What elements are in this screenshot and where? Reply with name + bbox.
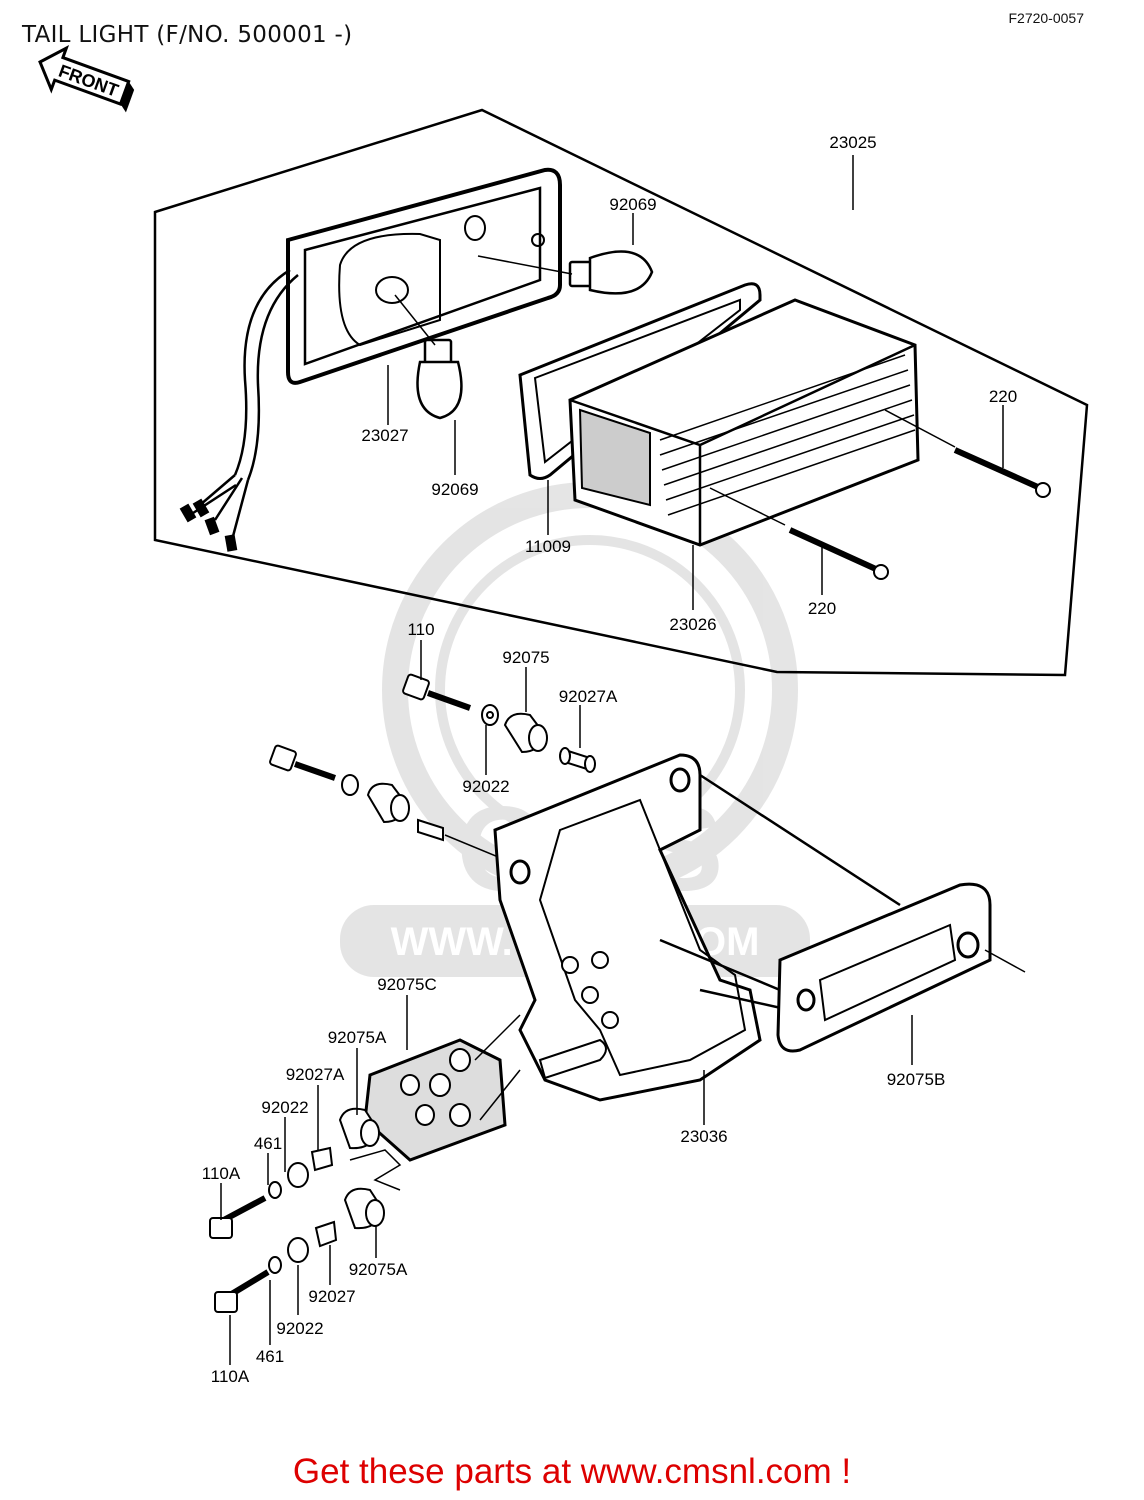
callout-92075C: 92075C xyxy=(377,975,437,994)
bolt-upper-left xyxy=(269,744,444,842)
callout-92069-top: 92069 xyxy=(609,195,656,214)
callout-461-upper: 461 xyxy=(254,1134,282,1153)
fastener-stack-upper xyxy=(209,1107,380,1239)
bulb-leader xyxy=(477,255,573,275)
callout-110A-upper: 110A xyxy=(202,1164,241,1183)
callout-92022-top: 92022 xyxy=(462,777,509,796)
callout-23025: 23025 xyxy=(829,133,876,152)
cushion-plate-92075C xyxy=(363,1038,507,1162)
leader xyxy=(984,949,1026,973)
screw-220-bottom xyxy=(788,527,889,580)
callout-220-right: 220 xyxy=(989,387,1017,406)
bracket xyxy=(493,753,762,1102)
callout-92022-lower: 92022 xyxy=(276,1319,323,1338)
leader xyxy=(474,1014,521,1061)
collar-92027A-top xyxy=(559,747,596,773)
wire-connectors xyxy=(179,498,238,552)
bracket-studs xyxy=(561,951,619,1029)
fastener-stack-lower xyxy=(214,1187,385,1313)
assembly-outline xyxy=(153,108,1089,677)
callout-92075B: 92075B xyxy=(887,1070,946,1089)
callout-92027: 92027 xyxy=(308,1287,355,1306)
callout-92075: 92075 xyxy=(502,648,549,667)
leader xyxy=(349,1149,402,1191)
callout-92069-bottom: 92069 xyxy=(431,480,478,499)
bolt-110 xyxy=(402,673,472,711)
bulb-bottom xyxy=(416,338,463,420)
callout-92027A-mid: 92027A xyxy=(286,1065,345,1084)
bulb-leader xyxy=(394,294,436,346)
bracket-rails xyxy=(659,773,901,1012)
wire-harness xyxy=(189,268,299,541)
callout-461-lower: 461 xyxy=(256,1347,284,1366)
washer-92022-top xyxy=(481,704,499,726)
callout-23036: 23036 xyxy=(680,1127,727,1146)
callout-92022-mid: 92022 xyxy=(261,1098,308,1117)
gasket xyxy=(518,282,762,480)
tail-lens xyxy=(568,298,920,547)
callout-11009: 11009 xyxy=(525,537,571,556)
page-title: TAIL LIGHT (F/NO. 500001 -) xyxy=(22,22,353,48)
diagram-code: F2720-0057 xyxy=(1008,10,1084,26)
callout-leaders xyxy=(220,155,1004,1365)
cushion-92075B xyxy=(776,882,992,1053)
callout-92027A-top: 92027A xyxy=(559,687,618,706)
bulb-top xyxy=(568,250,654,295)
callout-110A-lower: 110A xyxy=(211,1367,250,1386)
callout-92075A-upper: 92075A xyxy=(328,1028,387,1047)
callout-92075A-lower: 92075A xyxy=(349,1260,408,1279)
screw-leader xyxy=(884,409,956,448)
front-arrow: FRONT xyxy=(38,45,135,113)
callout-labels: 23025 92069 220 23027 92069 11009 23026 … xyxy=(202,133,1017,1386)
callout-23027: 23027 xyxy=(361,426,408,445)
screw-220-right xyxy=(953,447,1051,498)
footer-link[interactable]: Get these parts at www.cmsnl.com ! xyxy=(292,1452,852,1491)
lens-housing xyxy=(286,167,562,385)
callout-110: 110 xyxy=(407,620,434,639)
screw-leader xyxy=(709,487,786,526)
cushion-plate-holes xyxy=(400,1048,471,1127)
leader xyxy=(479,1069,521,1121)
callout-23026: 23026 xyxy=(669,615,716,634)
callout-220-bottom: 220 xyxy=(808,599,836,618)
grommet-92075 xyxy=(503,712,548,754)
